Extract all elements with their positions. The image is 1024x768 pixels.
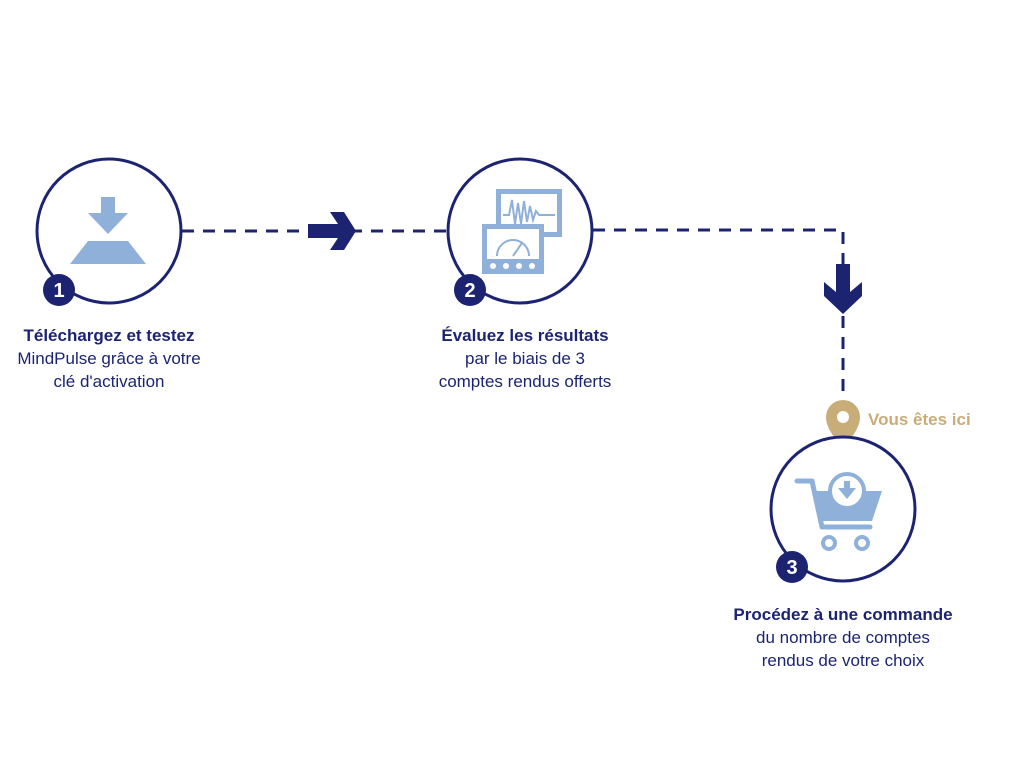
step-1: 1 (35, 157, 183, 306)
step-1-line-2: clé d'activation (53, 372, 165, 391)
step-3-title: Procédez à une commande (733, 605, 953, 624)
step-1-title: Téléchargez et testez (23, 326, 195, 345)
step-3-caption: Procédez à une commande du nombre de com… (703, 603, 983, 672)
step-2-line-1: par le biais de 3 (464, 349, 586, 368)
step-1-caption: Téléchargez et testez MindPulse grâce à … (0, 324, 219, 393)
step-3-number: 3 (786, 557, 797, 579)
arrow-down-icon (824, 264, 862, 314)
current-step-label: Vous êtes ici (868, 410, 971, 429)
step-3: 3 (769, 435, 917, 583)
monitors-icon (482, 189, 562, 274)
step-2-caption: Évaluez les résultats par le biais de 3 … (405, 324, 645, 393)
step-1-number: 1 (53, 280, 64, 302)
arrow-right-icon (308, 212, 356, 250)
step-3-line-2: rendus de votre choix (761, 651, 925, 670)
step-1-badge (43, 274, 75, 306)
shopping-cart-download-icon (794, 472, 882, 551)
step-2-number: 2 (464, 280, 475, 302)
step-2-title: Évaluez les résultats (441, 326, 609, 345)
step-1-line-1: MindPulse grâce à votre (17, 349, 201, 368)
connector-2-3 (593, 228, 845, 395)
step-3-badge (776, 551, 808, 583)
step-2: 2 (446, 157, 594, 306)
step-3-line-1: du nombre de comptes (756, 628, 930, 647)
step-2-badge (454, 274, 486, 306)
step-2-line-2: comptes rendus offerts (438, 372, 612, 391)
download-icon (70, 197, 146, 264)
